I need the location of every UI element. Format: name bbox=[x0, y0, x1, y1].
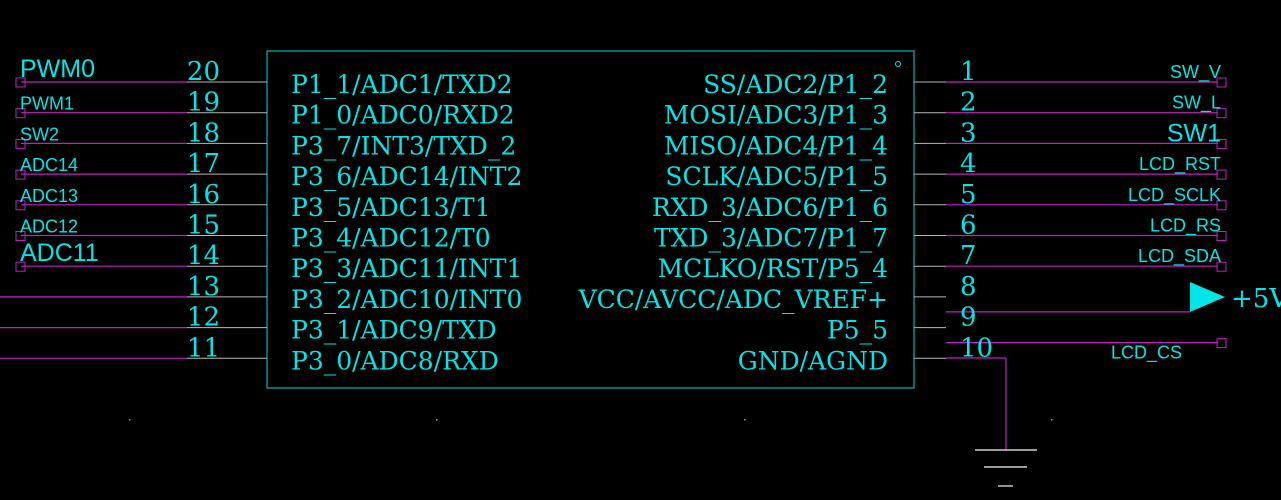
pin-number: 2 bbox=[960, 88, 977, 118]
net-label: LCD_CS bbox=[1111, 343, 1182, 364]
net-connector bbox=[15, 261, 26, 272]
pin-11[interactable]: 11 P3_0/ADC8/RXD bbox=[0, 333, 499, 375]
pin-number: 9 bbox=[960, 303, 977, 333]
pin-20[interactable]: PWM0 20 P1_1/ADC1/TXD2 bbox=[15, 55, 513, 99]
net-connector bbox=[15, 169, 26, 180]
right-pin-group: 1 SS/ADC2/P1_2 SW_V 2 MOSI/ADC3/P1_3 SW_L 3 MIS… bbox=[578, 57, 1227, 375]
pin-16[interactable]: ADC13 16 P3_5/ADC13/T1 bbox=[15, 180, 491, 222]
pin-number: 7 bbox=[960, 241, 977, 271]
net-connector bbox=[1216, 169, 1227, 180]
net-connector bbox=[15, 200, 26, 211]
pin-name: P3_2/ADC10/INT0 bbox=[291, 285, 522, 314]
net-connector bbox=[1216, 261, 1227, 272]
pin-name: GND/AGND bbox=[738, 346, 888, 375]
pin-name: MCLKO/RST/P5_4 bbox=[658, 254, 888, 283]
net-label: SW_V bbox=[1170, 62, 1221, 83]
pin-1[interactable]: 1 SS/ADC2/P1_2 SW_V bbox=[703, 57, 1227, 99]
pin-number: 5 bbox=[960, 180, 977, 210]
net-label: LCD_RST bbox=[1139, 154, 1221, 175]
pin-name: P3_6/ADC14/INT2 bbox=[291, 162, 522, 191]
pin-name: VCC/AVCC/ADC_VREF+ bbox=[578, 285, 888, 314]
pin-name: TXD_3/ADC7/P1_7 bbox=[654, 224, 888, 253]
pin-name: P3_0/ADC8/RXD bbox=[291, 346, 499, 375]
net-connector bbox=[1216, 200, 1227, 211]
net-connector bbox=[15, 231, 26, 241]
pin-number: 11 bbox=[187, 333, 220, 363]
net-label: LCD_SCLK bbox=[1128, 185, 1221, 206]
net-connector bbox=[15, 138, 26, 149]
grid-dots bbox=[129, 419, 1053, 421]
ground-symbol[interactable] bbox=[946, 357, 1037, 487]
net-label: ADC11 bbox=[20, 239, 99, 267]
pin-number: 10 bbox=[960, 333, 993, 363]
pin-14[interactable]: ADC11 14 P3_3/ADC11/INT1 bbox=[15, 239, 522, 283]
net-connector bbox=[1216, 231, 1227, 241]
net-connector bbox=[1216, 138, 1227, 149]
net-connector bbox=[1216, 77, 1227, 88]
power-arrow-icon bbox=[1190, 282, 1225, 312]
pin-number: 13 bbox=[187, 272, 220, 302]
pin-15[interactable]: ADC12 15 P3_4/ADC12/T0 bbox=[15, 211, 491, 253]
net-connector bbox=[15, 108, 26, 119]
pin-19[interactable]: PWM1 19 P1_0/ADC0/RXD2 bbox=[15, 88, 515, 130]
net-label: SW1 bbox=[1167, 119, 1221, 147]
pin-name: MISO/ADC4/P1_4 bbox=[664, 131, 888, 160]
power-label: +5V bbox=[1231, 284, 1281, 314]
net-label: LCD_SDA bbox=[1138, 246, 1221, 267]
pin-name: P3_7/INT3/TXD_2 bbox=[291, 131, 516, 160]
pin-18[interactable]: SW2 18 P3_7/INT3/TXD_2 bbox=[15, 118, 516, 160]
net-label: PWM1 bbox=[20, 94, 74, 114]
net-label: SW2 bbox=[20, 124, 59, 144]
pin-5[interactable]: 5 RXD_3/ADC6/P1_6 LCD_SCLK bbox=[652, 180, 1227, 222]
pin-name: P1_1/ADC1/TXD2 bbox=[291, 70, 513, 99]
net-connector bbox=[1216, 338, 1227, 349]
pin-name: P3_3/ADC11/INT1 bbox=[291, 254, 522, 283]
pin-7[interactable]: 7 MCLKO/RST/P5_4 LCD_SDA bbox=[658, 241, 1227, 283]
power-port-5v[interactable]: +5V bbox=[1190, 282, 1281, 314]
pin-name: P5_5 bbox=[827, 316, 888, 345]
pin-8[interactable]: 8 VCC/AVCC/ADC_VREF+ bbox=[578, 272, 1190, 314]
pin-6[interactable]: 6 TXD_3/ADC7/P1_7 LCD_RS bbox=[654, 211, 1227, 253]
pin-name: P3_4/ADC12/T0 bbox=[291, 224, 491, 253]
pin1-marker bbox=[895, 61, 901, 67]
pin-name: SS/ADC2/P1_2 bbox=[703, 70, 888, 99]
pin-name: P3_1/ADC9/TXD bbox=[291, 316, 497, 345]
pin-number: 19 bbox=[187, 88, 220, 118]
pin-2[interactable]: 2 MOSI/ADC3/P1_3 SW_L bbox=[664, 88, 1227, 130]
pin-number: 20 bbox=[187, 57, 220, 87]
pin-name: P1_0/ADC0/RXD2 bbox=[291, 101, 515, 130]
pin-name: RXD_3/ADC6/P1_6 bbox=[652, 193, 888, 222]
net-connector bbox=[15, 77, 26, 88]
pin-number: 18 bbox=[187, 118, 220, 148]
pin-number: 17 bbox=[187, 149, 220, 179]
pin-name: P3_5/ADC13/T1 bbox=[291, 193, 491, 222]
pin-number: 12 bbox=[187, 303, 220, 333]
net-connector bbox=[1216, 108, 1227, 119]
pin-name: SCLK/ADC5/P1_5 bbox=[665, 162, 888, 191]
pin-4[interactable]: 4 SCLK/ADC5/P1_5 LCD_RST bbox=[665, 149, 1227, 191]
net-label: SW_L bbox=[1172, 93, 1221, 114]
pin-number: 16 bbox=[187, 180, 220, 210]
pin-number: 6 bbox=[960, 211, 977, 241]
pin-13[interactable]: 13 P3_2/ADC10/INT0 bbox=[0, 272, 522, 314]
net-label: ADC13 bbox=[20, 186, 78, 206]
ic-body bbox=[266, 50, 915, 389]
pin-number: 8 bbox=[960, 272, 977, 302]
net-label: LCD_RS bbox=[1150, 216, 1221, 237]
pin-17[interactable]: ADC14 17 P3_6/ADC14/INT2 bbox=[15, 149, 522, 191]
pin-number: 3 bbox=[960, 118, 977, 148]
pin-number: 1 bbox=[960, 57, 977, 87]
pin-number: 4 bbox=[960, 149, 977, 179]
pin-name: MOSI/ADC3/P1_3 bbox=[664, 101, 888, 130]
pin-3[interactable]: 3 MISO/ADC4/P1_4 SW1 bbox=[664, 118, 1227, 160]
pin-12[interactable]: 12 P3_1/ADC9/TXD bbox=[0, 303, 497, 345]
net-label: PWM0 bbox=[20, 55, 95, 83]
pin-number: 15 bbox=[187, 211, 220, 241]
net-label: ADC14 bbox=[20, 155, 78, 175]
net-label: ADC12 bbox=[20, 217, 78, 237]
pin-number: 14 bbox=[187, 241, 220, 271]
